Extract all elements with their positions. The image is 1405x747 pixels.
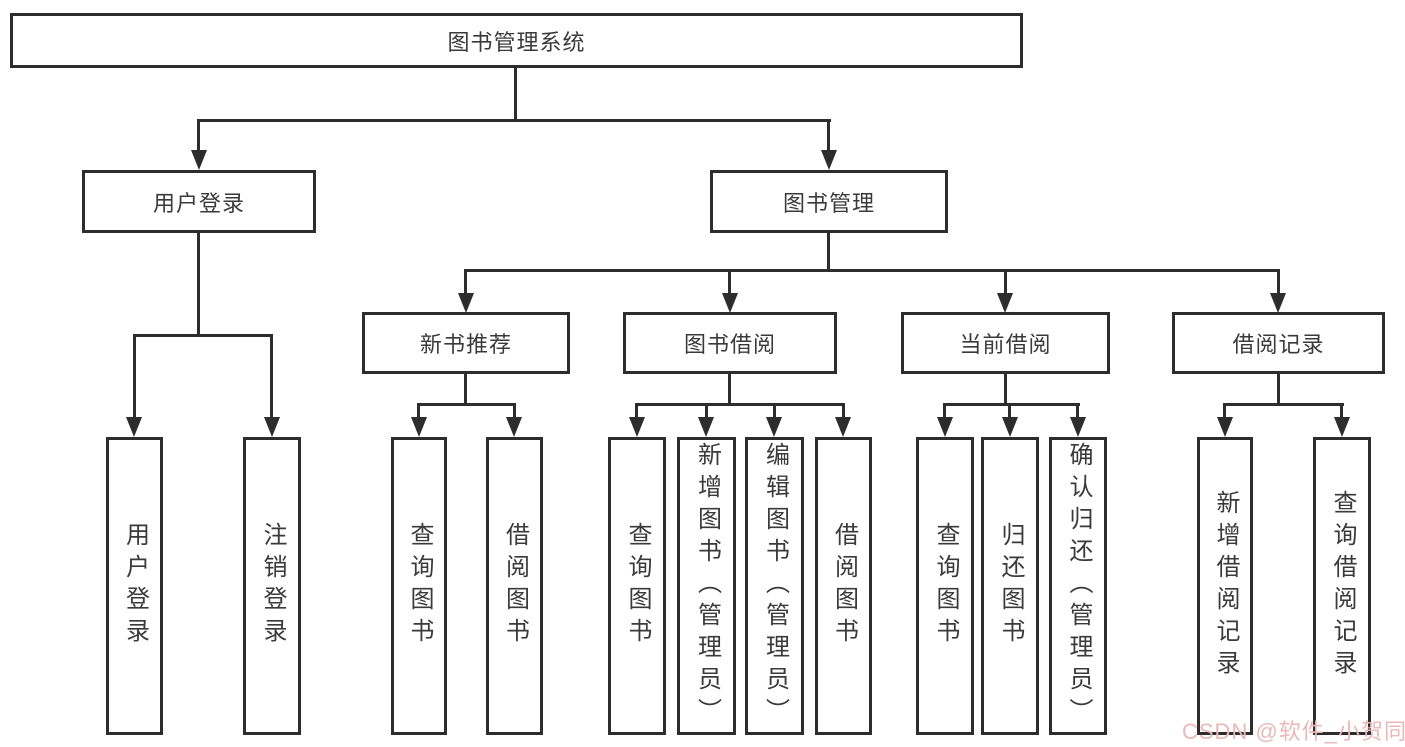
connector-line: [827, 233, 830, 271]
connector-line: [1004, 269, 1007, 295]
node-root: 图书管理系统: [10, 13, 1023, 68]
connector-line: [464, 269, 1280, 272]
arrow-down-icon: [191, 150, 207, 170]
leaf-br-add-borrow-record: 新增借阅记录: [1197, 437, 1253, 735]
arrow-down-icon: [506, 417, 522, 437]
arrow-down-icon: [126, 417, 142, 437]
node-new-book-recommend: 新书推荐: [362, 312, 570, 374]
node-book-management: 图书管理: [710, 170, 948, 233]
connector-line: [728, 374, 731, 405]
arrow-down-icon: [821, 150, 837, 170]
connector-line: [464, 269, 467, 295]
connector-line: [1076, 403, 1079, 419]
connector-line: [1277, 374, 1280, 405]
leaf-nb-query-book: 查询图书: [391, 437, 447, 735]
leaf-bb-borrow-book: 借阅图书: [815, 437, 872, 735]
leaf-cb-return-book: 归还图书: [981, 437, 1039, 735]
connector-line: [635, 403, 638, 419]
leaf-label: 查询图书: [624, 522, 651, 650]
arrow-down-icon: [698, 417, 714, 437]
arrow-down-icon: [264, 417, 280, 437]
connector-line: [133, 334, 273, 337]
leaf-cb-query-book: 查询图书: [916, 437, 974, 735]
arrow-down-icon: [629, 417, 645, 437]
leaf-cb-confirm-return-admin: 确认归还（管理员）: [1049, 437, 1107, 735]
connector-line: [728, 269, 731, 295]
leaf-br-query-borrow-record: 查询借阅记录: [1313, 437, 1371, 735]
leaf-nb-borrow-book: 借阅图书: [486, 437, 543, 735]
leaf-bb-edit-book-admin: 编辑图书（管理员）: [745, 437, 804, 735]
arrow-down-icon: [458, 293, 474, 313]
leaf-logout-login: 注销登录: [243, 437, 301, 735]
node-user-login: 用户登录: [82, 170, 316, 233]
arrow-down-icon: [722, 293, 738, 313]
connector-line: [513, 403, 516, 419]
leaf-user-login: 用户登录: [106, 437, 163, 735]
leaf-label: 查询图书: [932, 522, 959, 650]
arrow-down-icon: [937, 417, 953, 437]
arrow-down-icon: [1070, 417, 1086, 437]
leaf-label: 用户登录: [121, 522, 149, 650]
leaf-label: 查询借阅记录: [1329, 490, 1356, 682]
leaf-bb-add-book-admin: 新增图书（管理员）: [677, 437, 736, 735]
arrow-down-icon: [835, 417, 851, 437]
connector-line: [417, 403, 420, 419]
connector-line: [773, 403, 776, 419]
connector-line: [1223, 403, 1226, 419]
connector-line: [827, 119, 830, 152]
connector-line: [1004, 374, 1007, 405]
leaf-bb-query-book: 查询图书: [608, 437, 666, 735]
leaf-label: 新增借阅记录: [1212, 490, 1239, 682]
leaf-label: 新增图书（管理员）: [693, 442, 721, 730]
node-current-borrow: 当前借阅: [901, 312, 1110, 374]
arrow-down-icon: [997, 293, 1013, 313]
leaf-label: 注销登录: [259, 522, 286, 650]
connector-line: [1223, 403, 1344, 406]
connector-line: [1277, 269, 1280, 295]
connector-line: [943, 403, 946, 419]
connector-line: [1340, 403, 1343, 419]
connector-line: [514, 68, 517, 121]
connector-line: [417, 403, 516, 406]
leaf-label: 确认归还（管理员）: [1065, 442, 1092, 730]
leaf-label: 归还图书: [997, 522, 1024, 650]
connector-line: [197, 119, 200, 152]
csdn-watermark: CSDN @软件_小贺同学: [1182, 719, 1405, 744]
arrow-down-icon: [1334, 417, 1350, 437]
connector-line: [842, 403, 845, 419]
connector-line: [705, 403, 708, 419]
connector-line: [635, 403, 845, 406]
connector-line: [943, 403, 1080, 406]
connector-line: [464, 374, 467, 405]
leaf-label: 借阅图书: [830, 522, 858, 650]
arrow-down-icon: [1217, 417, 1233, 437]
arrow-down-icon: [1270, 293, 1286, 313]
arrow-down-icon: [411, 417, 427, 437]
arrow-down-icon: [766, 417, 782, 437]
connector-line: [133, 334, 136, 419]
connector-line: [1008, 403, 1011, 419]
node-book-borrow: 图书借阅: [623, 312, 837, 374]
leaf-label: 借阅图书: [501, 522, 529, 650]
node-borrow-record: 借阅记录: [1172, 312, 1385, 374]
connector-line: [270, 334, 273, 419]
leaf-label: 查询图书: [406, 522, 433, 650]
arrow-down-icon: [1002, 417, 1018, 437]
connector-line: [197, 119, 831, 122]
leaf-label: 编辑图书（管理员）: [761, 442, 789, 730]
connector-line: [197, 233, 200, 336]
